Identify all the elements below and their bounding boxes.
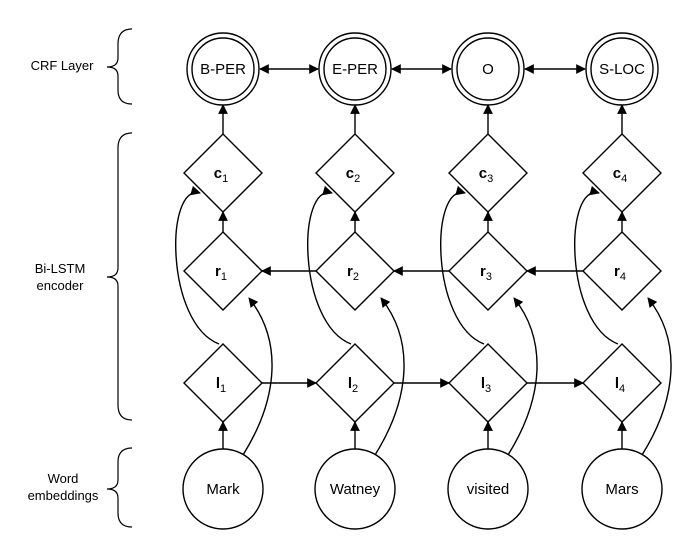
r-label-4: r4 bbox=[614, 263, 626, 283]
crf-tag-label-1: B-PER bbox=[200, 61, 246, 78]
r-node-1 bbox=[183, 231, 263, 311]
arrow-word1-to-r1 bbox=[242, 297, 273, 456]
crf-node-inner-2 bbox=[323, 37, 387, 101]
bilstm-brace bbox=[106, 132, 133, 421]
word-label-1: Mark bbox=[206, 481, 240, 498]
arrow-word2-to-r2 bbox=[374, 297, 405, 456]
arrow-l3-to-c3 bbox=[440, 185, 485, 345]
c-node-4 bbox=[582, 133, 662, 213]
r-node-4 bbox=[582, 231, 662, 311]
l-label-3: l3 bbox=[481, 375, 491, 395]
word-node-4 bbox=[581, 448, 663, 530]
word-embeddings-label-line2: embeddings bbox=[28, 488, 99, 503]
r-label-1: r1 bbox=[215, 263, 227, 283]
r-label-2: r2 bbox=[347, 263, 359, 283]
r-node-3 bbox=[448, 231, 528, 311]
word-node-2 bbox=[314, 448, 396, 530]
c-label-4: c4 bbox=[613, 165, 627, 185]
c-node-1 bbox=[183, 133, 263, 213]
crf-tag-label-3: O bbox=[482, 61, 494, 78]
arrow-word4-to-r4 bbox=[641, 297, 672, 456]
word-label-3: visited bbox=[467, 481, 510, 498]
nodes-layer: Mark l1 r1 c1 B-PER Watney l2 r2 c2 E-PER visited l… bbox=[182, 32, 663, 530]
word-label-2: Watney bbox=[330, 481, 381, 498]
r-label-3: r3 bbox=[480, 263, 492, 283]
c-node-2 bbox=[315, 133, 395, 213]
l-label-1: l1 bbox=[216, 375, 226, 395]
c-node-3 bbox=[448, 133, 528, 213]
crf-tag-label-4: S-LOC bbox=[599, 61, 645, 78]
crf-node-inner-3 bbox=[456, 37, 520, 101]
bilstm-label-line2: encoder bbox=[37, 278, 85, 293]
arrow-l4-to-c4 bbox=[574, 185, 619, 345]
r-node-2 bbox=[315, 231, 395, 311]
l-node-3 bbox=[448, 343, 528, 423]
crf-node-inner-1 bbox=[191, 37, 255, 101]
crf-tag-label-2: E-PER bbox=[332, 61, 378, 78]
word-embeddings-label-line1: Word bbox=[48, 471, 79, 486]
word-label-4: Mars bbox=[605, 481, 638, 498]
bilstm-label-line1: Bi-LSTM bbox=[35, 261, 86, 276]
c-label-3: c3 bbox=[479, 165, 493, 185]
crf-layer-label: CRF Layer bbox=[31, 58, 95, 73]
c-label-2: c2 bbox=[346, 165, 360, 185]
l-node-4 bbox=[582, 343, 662, 423]
crf-brace bbox=[106, 28, 133, 105]
l-node-1 bbox=[183, 343, 263, 423]
arrow-l1-to-c1 bbox=[175, 185, 220, 345]
word-embeddings-brace bbox=[106, 447, 133, 528]
word-node-3 bbox=[447, 448, 529, 530]
c-label-1: c1 bbox=[214, 165, 228, 185]
word-node-1 bbox=[182, 448, 264, 530]
arrow-word3-to-r3 bbox=[507, 297, 538, 456]
l-node-2 bbox=[315, 343, 395, 423]
l-label-4: l4 bbox=[615, 375, 625, 395]
l-label-2: l2 bbox=[348, 375, 358, 395]
crf-node-inner-4 bbox=[590, 37, 654, 101]
arrow-l2-to-c2 bbox=[307, 185, 352, 345]
edges-layer bbox=[175, 64, 672, 456]
